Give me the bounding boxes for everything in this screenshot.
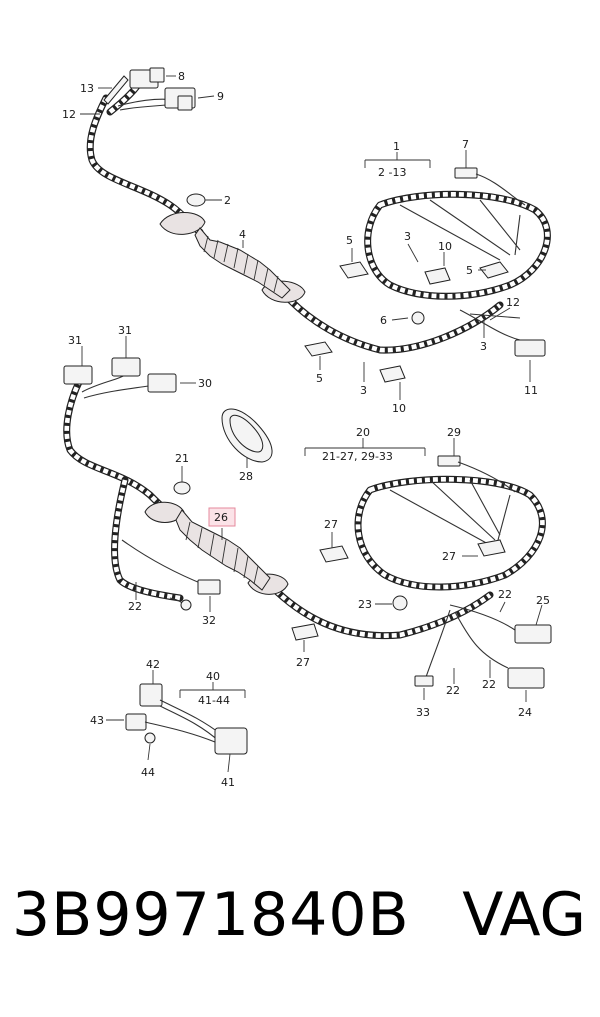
callout-7: 7 (462, 138, 469, 151)
callout-41: 41 (221, 776, 235, 789)
callout-5: 5 (316, 372, 323, 385)
callout-29: 29 (447, 426, 461, 439)
connector (111, 357, 141, 377)
callout-12: 12 (506, 296, 520, 309)
callout-12: 12 (62, 108, 76, 121)
callout-10: 10 (438, 240, 452, 253)
callout-23: 23 (358, 598, 372, 611)
connector (214, 727, 248, 755)
callout-28: 28 (239, 470, 253, 483)
callout-22: 22 (446, 684, 460, 697)
connector (147, 373, 177, 393)
clip-part (186, 193, 206, 207)
connector (149, 67, 165, 83)
clip-part (479, 261, 509, 279)
callout-22: 22 (482, 678, 496, 691)
callout-3: 3 (404, 230, 411, 243)
corrugated-sleeve (175, 509, 271, 591)
connector (63, 365, 93, 385)
connector (197, 579, 221, 595)
callout-1: 1 (393, 140, 400, 153)
callout-26: 26 (214, 511, 228, 524)
callout-22: 22 (498, 588, 512, 601)
callout-5: 5 (466, 264, 473, 277)
connector (177, 95, 193, 111)
connector (454, 167, 478, 179)
clip-part (424, 267, 451, 285)
callout-22: 22 (128, 600, 142, 613)
sub-harness-40 (125, 683, 248, 755)
clip-part (411, 311, 425, 325)
callout-3: 3 (360, 384, 367, 397)
callout-5: 5 (346, 234, 353, 247)
highlighted-callout-box (208, 507, 236, 527)
callout-labels: 13 12 8 9 2 4 1 2 -13 7 5 3 10 5 6 12 3 … (62, 70, 550, 789)
connector (139, 683, 163, 707)
callout-13: 13 (80, 82, 94, 95)
callout-10: 10 (392, 402, 406, 415)
leader-lines (80, 75, 543, 773)
callout-1-range: 2 -13 (378, 166, 406, 179)
clip-part (304, 341, 333, 357)
callout-20-range: 21-27, 29-33 (322, 450, 393, 463)
clip-part (319, 545, 349, 563)
wiring-harness-diagram: 13 12 8 9 2 4 1 2 -13 7 5 3 10 5 6 12 3 … (62, 67, 552, 789)
callout-40-range: 41-44 (198, 694, 230, 707)
clip-part (291, 623, 319, 641)
part-number: 3B9971840B (12, 880, 410, 950)
connector (514, 624, 552, 644)
callout-44: 44 (141, 766, 155, 779)
callout-4: 4 (239, 228, 246, 241)
upper-harness (86, 67, 551, 383)
callout-31: 31 (118, 324, 132, 337)
ring-terminal (180, 599, 192, 611)
callout-40: 40 (206, 670, 220, 683)
callout-6: 6 (380, 314, 387, 327)
callout-27: 27 (324, 518, 338, 531)
callout-31: 31 (68, 334, 82, 347)
grommet-part (221, 408, 273, 463)
callout-20: 20 (356, 426, 370, 439)
footer: 3B9971840B VAG (0, 880, 600, 990)
clip-part (379, 365, 406, 383)
connector (514, 339, 546, 357)
clip-part (392, 595, 408, 611)
callout-43: 43 (90, 714, 104, 727)
sensor-part (103, 75, 129, 105)
corrugated-sleeve (194, 227, 291, 299)
callout-33: 33 (416, 706, 430, 719)
callout-30: 30 (198, 377, 212, 390)
lower-harness (63, 357, 552, 689)
brand-name: VAG (462, 880, 586, 950)
callout-42: 42 (146, 658, 160, 671)
callout-21: 21 (175, 452, 189, 465)
clip-part (339, 261, 369, 279)
connector (414, 675, 434, 687)
callout-11: 11 (524, 384, 538, 397)
callout-9: 9 (217, 90, 224, 103)
callout-24: 24 (518, 706, 532, 719)
connector (507, 667, 545, 689)
callout-3: 3 (480, 340, 487, 353)
clip-part (477, 539, 506, 557)
callout-27: 27 (442, 550, 456, 563)
connector (125, 713, 147, 731)
callout-2: 2 (224, 194, 231, 207)
connector (437, 455, 461, 467)
callout-25: 25 (536, 594, 550, 607)
callout-32: 32 (202, 614, 216, 627)
clip-part (173, 481, 191, 495)
clip-part (144, 732, 156, 744)
callout-27: 27 (296, 656, 310, 669)
callout-8: 8 (178, 70, 185, 83)
